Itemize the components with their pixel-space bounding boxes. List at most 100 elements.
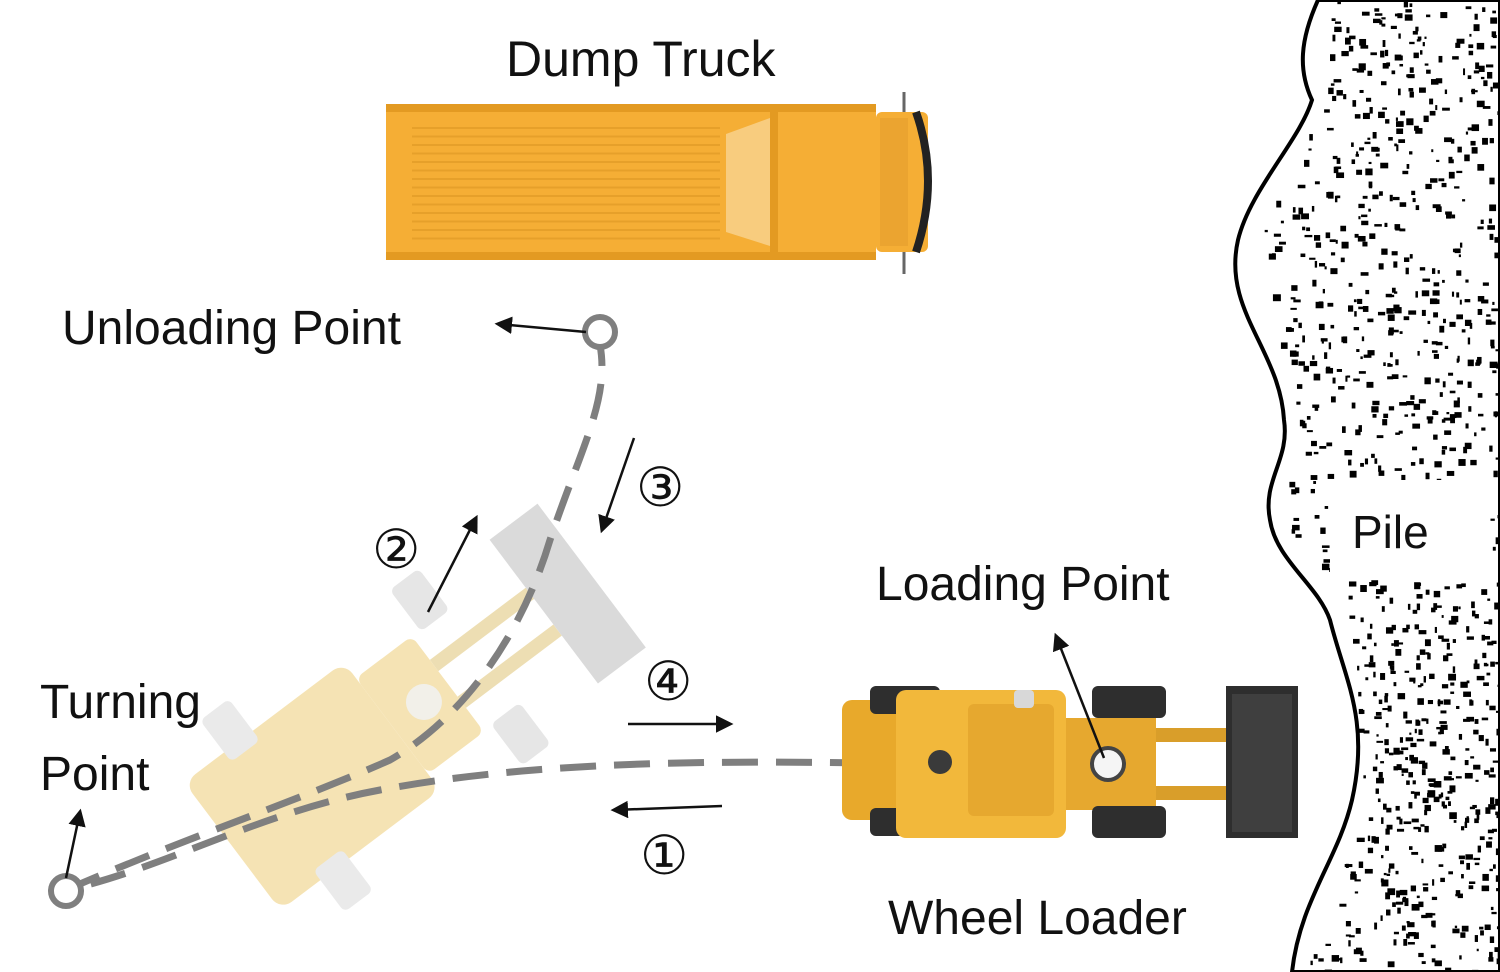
pile-speck	[1385, 828, 1390, 835]
pile-speck	[1440, 792, 1444, 798]
pile-speck	[1423, 887, 1429, 892]
pile-speck	[1424, 804, 1431, 812]
pile-speck	[1380, 585, 1387, 592]
pile-speck	[1417, 350, 1420, 356]
pile-speck	[1333, 79, 1342, 83]
pile-speck	[1448, 159, 1454, 164]
pile-speck	[1324, 266, 1327, 270]
pile-speck	[1381, 879, 1389, 887]
pile-speck	[1327, 191, 1334, 199]
pile-speck	[1434, 411, 1439, 415]
pile-speck	[1408, 772, 1414, 778]
pile-speck	[1321, 340, 1324, 344]
pile-speck	[1438, 731, 1442, 735]
pile-speck	[1465, 817, 1470, 823]
pile-speck	[1321, 563, 1330, 571]
pile-speck	[1488, 957, 1494, 962]
pile-speck	[1496, 926, 1500, 930]
pile-speck	[1312, 279, 1317, 287]
pile-speck	[1401, 768, 1409, 773]
pile-speck	[1340, 225, 1347, 232]
pile-speck	[1455, 776, 1462, 779]
pile-speck	[1485, 807, 1491, 814]
pile-speck	[1391, 624, 1396, 631]
pile-speck	[1430, 944, 1436, 949]
pile-speck	[1412, 423, 1421, 429]
pile-speck	[1394, 468, 1402, 471]
pile-speck	[1474, 659, 1478, 665]
pile-speck	[1413, 403, 1421, 410]
pile-speck	[1490, 518, 1495, 521]
pile-speck	[1498, 928, 1500, 933]
pile-speck	[1302, 420, 1306, 427]
pile-speck	[1365, 289, 1370, 295]
pile-speck	[1410, 791, 1415, 794]
pile-speck	[1495, 875, 1500, 882]
pile-speck	[1360, 356, 1363, 360]
pile-speck	[1375, 754, 1378, 760]
pile-speck	[1417, 685, 1422, 688]
pile-speck	[1378, 699, 1383, 705]
pile-speck	[1495, 811, 1500, 816]
pile-speck	[1414, 125, 1419, 131]
pile-speck	[1431, 896, 1438, 901]
pile-speck	[1310, 475, 1318, 480]
pile-speck	[1415, 291, 1418, 298]
pile-speck	[1412, 446, 1418, 451]
step1-label: ①	[640, 826, 688, 886]
pile-speck	[1409, 91, 1414, 98]
pile-speck	[1337, 1, 1341, 5]
truck-headboard	[726, 118, 770, 246]
pile-speck	[1394, 307, 1402, 314]
pile-speck	[1328, 342, 1332, 350]
pile-speck	[1336, 90, 1343, 96]
pile-speck	[1470, 459, 1477, 466]
pile-speck	[1490, 86, 1493, 92]
pile-speck	[1386, 873, 1391, 876]
travel-paths	[64, 344, 921, 894]
pile-speck	[1474, 970, 1481, 972]
pile-speck	[1429, 673, 1435, 680]
pile-speck	[1448, 801, 1451, 806]
pile-speck	[1322, 288, 1325, 294]
pile-speck	[1464, 442, 1472, 450]
pile-speck	[1471, 88, 1476, 95]
pile-speck	[1433, 796, 1440, 803]
pile-speck	[1355, 928, 1361, 934]
pile-speck	[1453, 820, 1457, 823]
pile-speck	[1408, 88, 1414, 92]
arrows	[64, 316, 1106, 879]
pile-speck	[1452, 606, 1459, 612]
pile-speck	[1467, 127, 1473, 131]
pile-speck	[1456, 380, 1463, 385]
pile-speck	[1348, 581, 1357, 587]
pile-speck	[1419, 50, 1423, 55]
pile-speck	[1356, 349, 1360, 353]
pile-speck	[1364, 458, 1369, 465]
pile-speck	[1402, 170, 1409, 175]
pile-speck	[1411, 190, 1416, 196]
pile-speck	[1377, 798, 1381, 803]
pile-speck	[1481, 885, 1490, 892]
pile-speck	[1438, 864, 1444, 867]
pile-speck	[1456, 584, 1463, 589]
pile-speck	[1298, 207, 1304, 215]
pile-speck	[1439, 392, 1443, 397]
pile-speck	[1354, 114, 1361, 119]
pile-speck	[1494, 411, 1497, 418]
pile-speck	[1381, 23, 1386, 27]
pile-speck	[1362, 646, 1367, 650]
pile-speck	[1365, 677, 1369, 681]
pile-speck	[1422, 278, 1431, 282]
pile-speck	[1429, 98, 1434, 105]
pile-speck	[1369, 623, 1373, 629]
pile-speck	[1342, 426, 1346, 433]
pile-speck	[1379, 191, 1383, 196]
pile-speck	[1425, 652, 1430, 655]
pile-speck	[1489, 748, 1497, 752]
pile-speck	[1334, 195, 1338, 203]
pile-speck	[1444, 89, 1448, 95]
pile-speck	[1476, 814, 1480, 820]
pile-speck	[1478, 413, 1484, 417]
